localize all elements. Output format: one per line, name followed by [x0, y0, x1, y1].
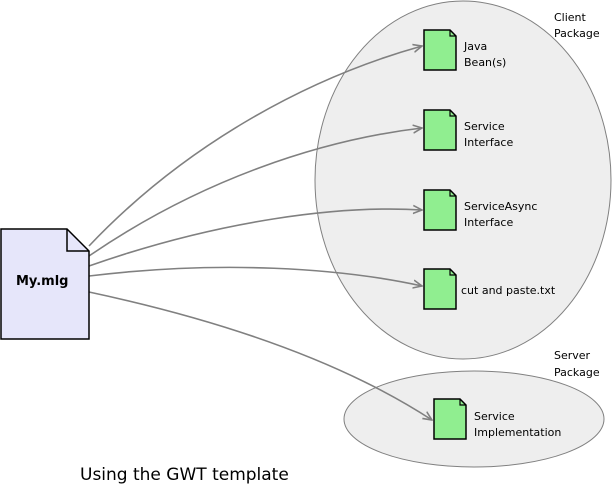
- source-file-label: My.mlg: [16, 274, 68, 289]
- output-service-interface: Service Interface: [423, 109, 513, 151]
- server-package-label: Server Package: [554, 349, 600, 379]
- output-label: Service Interface: [464, 120, 513, 149]
- output-service-implementation: Service Implementation: [433, 398, 561, 440]
- document-icon: [423, 189, 457, 231]
- client-package-ellipse: [314, 0, 612, 360]
- output-label: Service Implementation: [474, 410, 561, 439]
- client-package-label: Client Package: [554, 11, 600, 40]
- diagram-caption: Using the GWT template: [80, 465, 289, 485]
- arrow-to-cut-and-paste: [88, 266, 422, 286]
- output-cut-and-paste: cut and paste.txt: [423, 268, 556, 310]
- output-label: cut and paste.txt: [461, 284, 556, 297]
- source-file: My.mlg: [0, 228, 90, 340]
- arrow-to-service-implementation: [88, 291, 432, 420]
- arrow-to-java-bean: [88, 46, 422, 247]
- document-icon: [423, 29, 457, 71]
- document-icon: [423, 268, 457, 310]
- document-icon: [433, 398, 467, 440]
- document-icon: [423, 109, 457, 151]
- output-label: ServiceAsync Interface: [464, 200, 541, 229]
- arrow-to-service-interface: [88, 128, 422, 257]
- server-package-ellipse: [343, 370, 605, 468]
- source-file-icon: [0, 228, 90, 340]
- arrow-to-service-async-interface: [88, 209, 422, 267]
- output-service-async-interface: ServiceAsync Interface: [423, 189, 541, 231]
- output-java-bean: Java Bean(s): [423, 29, 506, 71]
- output-label: Java Bean(s): [463, 40, 506, 69]
